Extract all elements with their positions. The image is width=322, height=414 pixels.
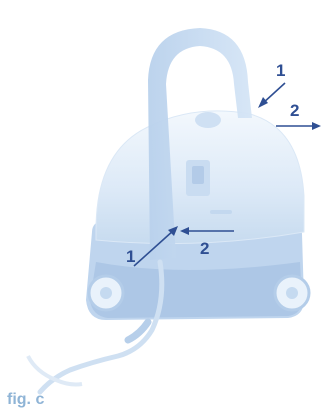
upper-arrow-2 bbox=[276, 122, 321, 130]
upper-label-2: 2 bbox=[290, 101, 299, 120]
pool-cleaner-illustration bbox=[28, 28, 309, 392]
figure-caption: fig. c bbox=[7, 391, 44, 409]
lower-label-2: 2 bbox=[200, 239, 209, 258]
lower-label-1: 1 bbox=[126, 247, 135, 266]
upper-label-1: 1 bbox=[276, 61, 285, 80]
top-cap bbox=[195, 112, 221, 128]
upper-arrow-1 bbox=[258, 83, 285, 108]
